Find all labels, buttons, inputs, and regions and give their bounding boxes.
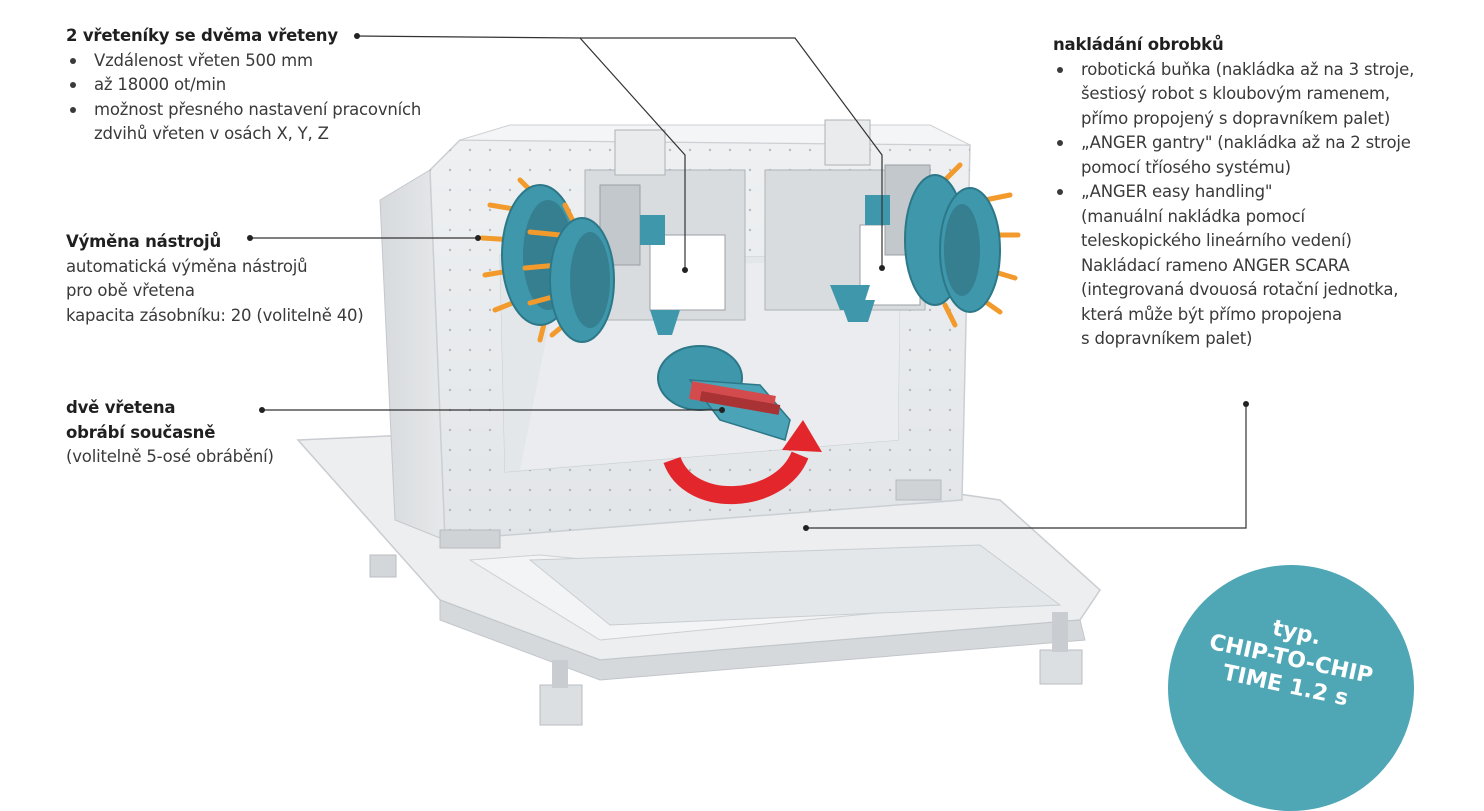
loading-item-line: Nakládací rameno ANGER SCARA bbox=[1081, 255, 1350, 275]
loading-item-line: s dopravníkem palet) bbox=[1081, 329, 1253, 348]
loading-item-line: „ANGER gantry" (nakládka až na 2 stroje bbox=[1081, 133, 1411, 152]
chip-to-chip-badge: typ. CHIP-TO-CHIP TIME 1.2 s bbox=[1168, 565, 1414, 811]
loading-item-line: která může být přímo propojena bbox=[1081, 304, 1342, 324]
rotation-arrow bbox=[663, 420, 822, 505]
loading-item-line: (integrovaná dvouosá rotační jednotka, bbox=[1081, 280, 1399, 299]
simultaneous-callout: dvě vřetena obrábí současně (volitelně 5… bbox=[66, 396, 346, 470]
spindles-title: 2 vřeteníky se dvěma vřeteny bbox=[66, 26, 338, 45]
loading-item-line: robotická buňka (nakládka až na 3 stroje… bbox=[1081, 59, 1415, 79]
tool-change-line: kapacita zásobníku: 20 (volitelně 40) bbox=[66, 305, 364, 325]
left-spindle-head bbox=[584, 129, 746, 335]
spindles-bullet: až 18000 ot/min bbox=[66, 73, 466, 98]
spindles-bullet-continuation: zdvihů vřeten v osách X, Y, Z bbox=[94, 124, 329, 143]
loading-item-line: pomocí tříosého systému) bbox=[1081, 157, 1291, 177]
spindles-callout: 2 vřeteníky se dvěma vřeteny Vzdálenost … bbox=[66, 24, 466, 147]
left-tool-magazine bbox=[479, 177, 615, 343]
right-spindle-head bbox=[764, 119, 931, 322]
tool-change-title: Výměna nástrojů bbox=[66, 232, 221, 251]
tool-change-callout: Výměna nástrojů automatická výměna nástr… bbox=[66, 230, 406, 328]
badge-text: typ. CHIP-TO-CHIP TIME 1.2 s bbox=[1162, 594, 1419, 724]
loading-item: robotická buňka (nakládka až na 3 stroje… bbox=[1053, 58, 1463, 132]
loading-item-line: šestiosý robot s kloubovým ramenem, bbox=[1081, 84, 1390, 103]
loading-item: „ANGER easy handling" (manuální nakládka… bbox=[1053, 180, 1463, 352]
simultaneous-note: (volitelně 5-osé obrábění) bbox=[66, 447, 274, 466]
loading-item-line: teleskopického lineárního vedení) bbox=[1081, 231, 1352, 250]
tool-change-line: automatická výměna nástrojů bbox=[66, 256, 308, 276]
leader-lines bbox=[250, 35, 1247, 529]
loading-item: „ANGER gantry" (nakládka až na 2 stroje … bbox=[1053, 131, 1463, 180]
simultaneous-title-line2: obrábí současně bbox=[66, 422, 216, 442]
spindles-bullet: možnost přesného nastavení pracovních bbox=[66, 98, 466, 123]
loading-title: nakládání obrobků bbox=[1053, 35, 1224, 54]
leader-dots bbox=[247, 33, 1249, 531]
simultaneous-title-line1: dvě vřetena bbox=[66, 398, 176, 417]
right-tool-magazine bbox=[904, 162, 1021, 328]
spindles-bullet: Vzdálenost vřeten 500 mm bbox=[66, 49, 466, 74]
loading-item-line: přímo propojený s dopravníkem palet) bbox=[1081, 108, 1391, 128]
tool-change-line: pro obě vřetena bbox=[66, 281, 195, 300]
loading-item-line: „ANGER easy handling" bbox=[1081, 182, 1273, 201]
loading-item-line: (manuální nakládka pomocí bbox=[1081, 206, 1305, 226]
loading-callout: nakládání obrobků robotická buňka (naklá… bbox=[1053, 33, 1463, 352]
workpiece-fixture bbox=[657, 345, 791, 441]
